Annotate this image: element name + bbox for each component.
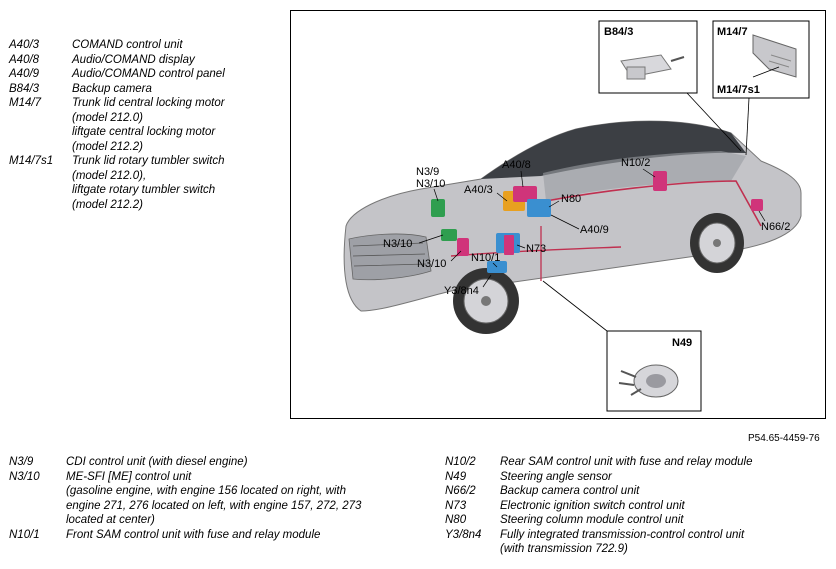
front-wheel — [453, 268, 519, 334]
legend-description: Steering column module control unit — [500, 514, 684, 526]
legend-code: B84/3 — [9, 82, 40, 95]
legend-row: N49 Steering angle sensor — [445, 470, 752, 485]
vehicle-diagram: B84/3 M14/7 M14/7s1 N49 N3/9 N3/10 — [290, 10, 826, 419]
legend-code: N10/1 — [9, 528, 40, 541]
legend-row: M14/7s1 Trunk lid rotary tumbler switch (… — [9, 154, 225, 212]
rear-wheel — [690, 213, 744, 273]
legend-row: N10/1 Front SAM control unit with fuse an… — [9, 528, 361, 543]
legend-description: ME-SFI [ME] control unit (gasoline engin… — [66, 470, 362, 527]
car-body — [343, 120, 802, 312]
label-n3-10-low: N3/10 — [417, 258, 446, 270]
legend-code: A40/3 — [9, 39, 40, 51]
legend-code: A40/8 — [9, 53, 40, 66]
vehicle-illustration: B84/3 M14/7 M14/7s1 N49 N3/9 N3/10 — [343, 20, 810, 412]
legend-row: A40/8 Audio/COMAND display — [9, 53, 225, 68]
legend-row: N66/2 Backup camera control unit — [445, 484, 752, 499]
label-n66-2: N66/2 — [761, 221, 790, 233]
inset-n49: N49 — [542, 280, 702, 412]
legend-row: N80 Steering column module control unit — [445, 513, 752, 528]
legend-code: N3/9 — [9, 456, 34, 468]
legend-description: Trunk lid rotary tumbler switch (model 2… — [72, 155, 225, 211]
legend-description: COMAND control unit — [72, 39, 183, 51]
legend-code: M14/7s1 — [9, 155, 54, 167]
legend-code: N66/2 — [445, 485, 476, 497]
label-m14-7: M14/7 — [717, 26, 748, 38]
legend-description: Front SAM control unit with fuse and rel… — [66, 528, 321, 541]
legend-description: Steering angle sensor — [500, 470, 612, 483]
legend-description: CDI control unit (with diesel engine) — [66, 456, 248, 468]
label-y3-8n4: Y3/8n4 — [444, 285, 479, 297]
label-a40-3: A40/3 — [464, 184, 493, 196]
legend-row: M14/7 Trunk lid central locking motor (mo… — [9, 96, 225, 154]
label-n80: N80 — [561, 193, 581, 205]
legend-code: N49 — [445, 470, 467, 483]
label-n49: N49 — [672, 337, 692, 349]
legend-row: Y3/8n4 Fully integrated transmission-cont… — [445, 528, 752, 557]
legend-row: N10/2 Rear SAM control unit with fuse and… — [445, 455, 752, 470]
label-n10-2: N10/2 — [621, 157, 650, 169]
callouts: N3/9 N3/10 N3/10 N3/10 A40/3 A40/8 N80 A… — [383, 157, 790, 297]
legend-row: A40/3 COMAND control unit — [9, 38, 225, 53]
label-b84-3: B84/3 — [604, 26, 633, 38]
legend-description: Rear SAM control unit with fuse and rela… — [500, 456, 753, 468]
legend-code: N10/2 — [445, 456, 476, 468]
inset-m14-7: M14/7 M14/7s1 — [712, 20, 810, 156]
inset-b84-3: B84/3 — [598, 20, 742, 152]
legend-code: N3/10 — [9, 470, 40, 483]
legend-description: Audio/COMAND control panel — [72, 68, 225, 80]
legend-code: N80 — [445, 514, 467, 526]
legend-bottom-left: N3/9 CDI control unit (with diesel engine… — [9, 455, 361, 542]
legend-description: Trunk lid central locking motor (model 2… — [72, 97, 225, 153]
legend-row: A40/9 Audio/COMAND control panel — [9, 67, 225, 82]
label-n73: N73 — [526, 243, 546, 255]
label-n10-1: N10/1 — [471, 252, 500, 264]
label-a40-8: A40/8 — [502, 159, 531, 171]
legend-description: Backup camera control unit — [500, 485, 640, 497]
legend-row: B84/3 Backup camera — [9, 82, 225, 97]
legend-description: Electronic ignition switch control unit — [500, 499, 685, 512]
label-a40-9: A40/9 — [580, 224, 609, 236]
legend-code: M14/7 — [9, 97, 41, 109]
label-n3-10-top: N3/10 — [416, 178, 445, 190]
legend-code: N73 — [445, 499, 467, 512]
legend-code: A40/9 — [9, 68, 40, 80]
legend-description: Fully integrated transmission-control co… — [500, 528, 745, 556]
label-m14-7s1: M14/7s1 — [717, 84, 760, 96]
legend-row: N3/10 ME-SFI [ME] control unit (gasoline … — [9, 470, 361, 528]
legend-description: Audio/COMAND display — [72, 53, 195, 66]
figure-reference: P54.65-4459-76 — [748, 433, 820, 444]
label-n3-9: N3/9 — [416, 166, 439, 178]
legend-bottom-right: N10/2 Rear SAM control unit with fuse and… — [445, 455, 752, 557]
legend-row: N73 Electronic ignition switch control un… — [445, 499, 752, 514]
label-n3-10-mid: N3/10 — [383, 238, 412, 250]
legend-description: Backup camera — [72, 82, 152, 95]
legend-code: Y3/8n4 — [445, 528, 482, 541]
legend-row: N3/9 CDI control unit (with diesel engine… — [9, 455, 361, 470]
